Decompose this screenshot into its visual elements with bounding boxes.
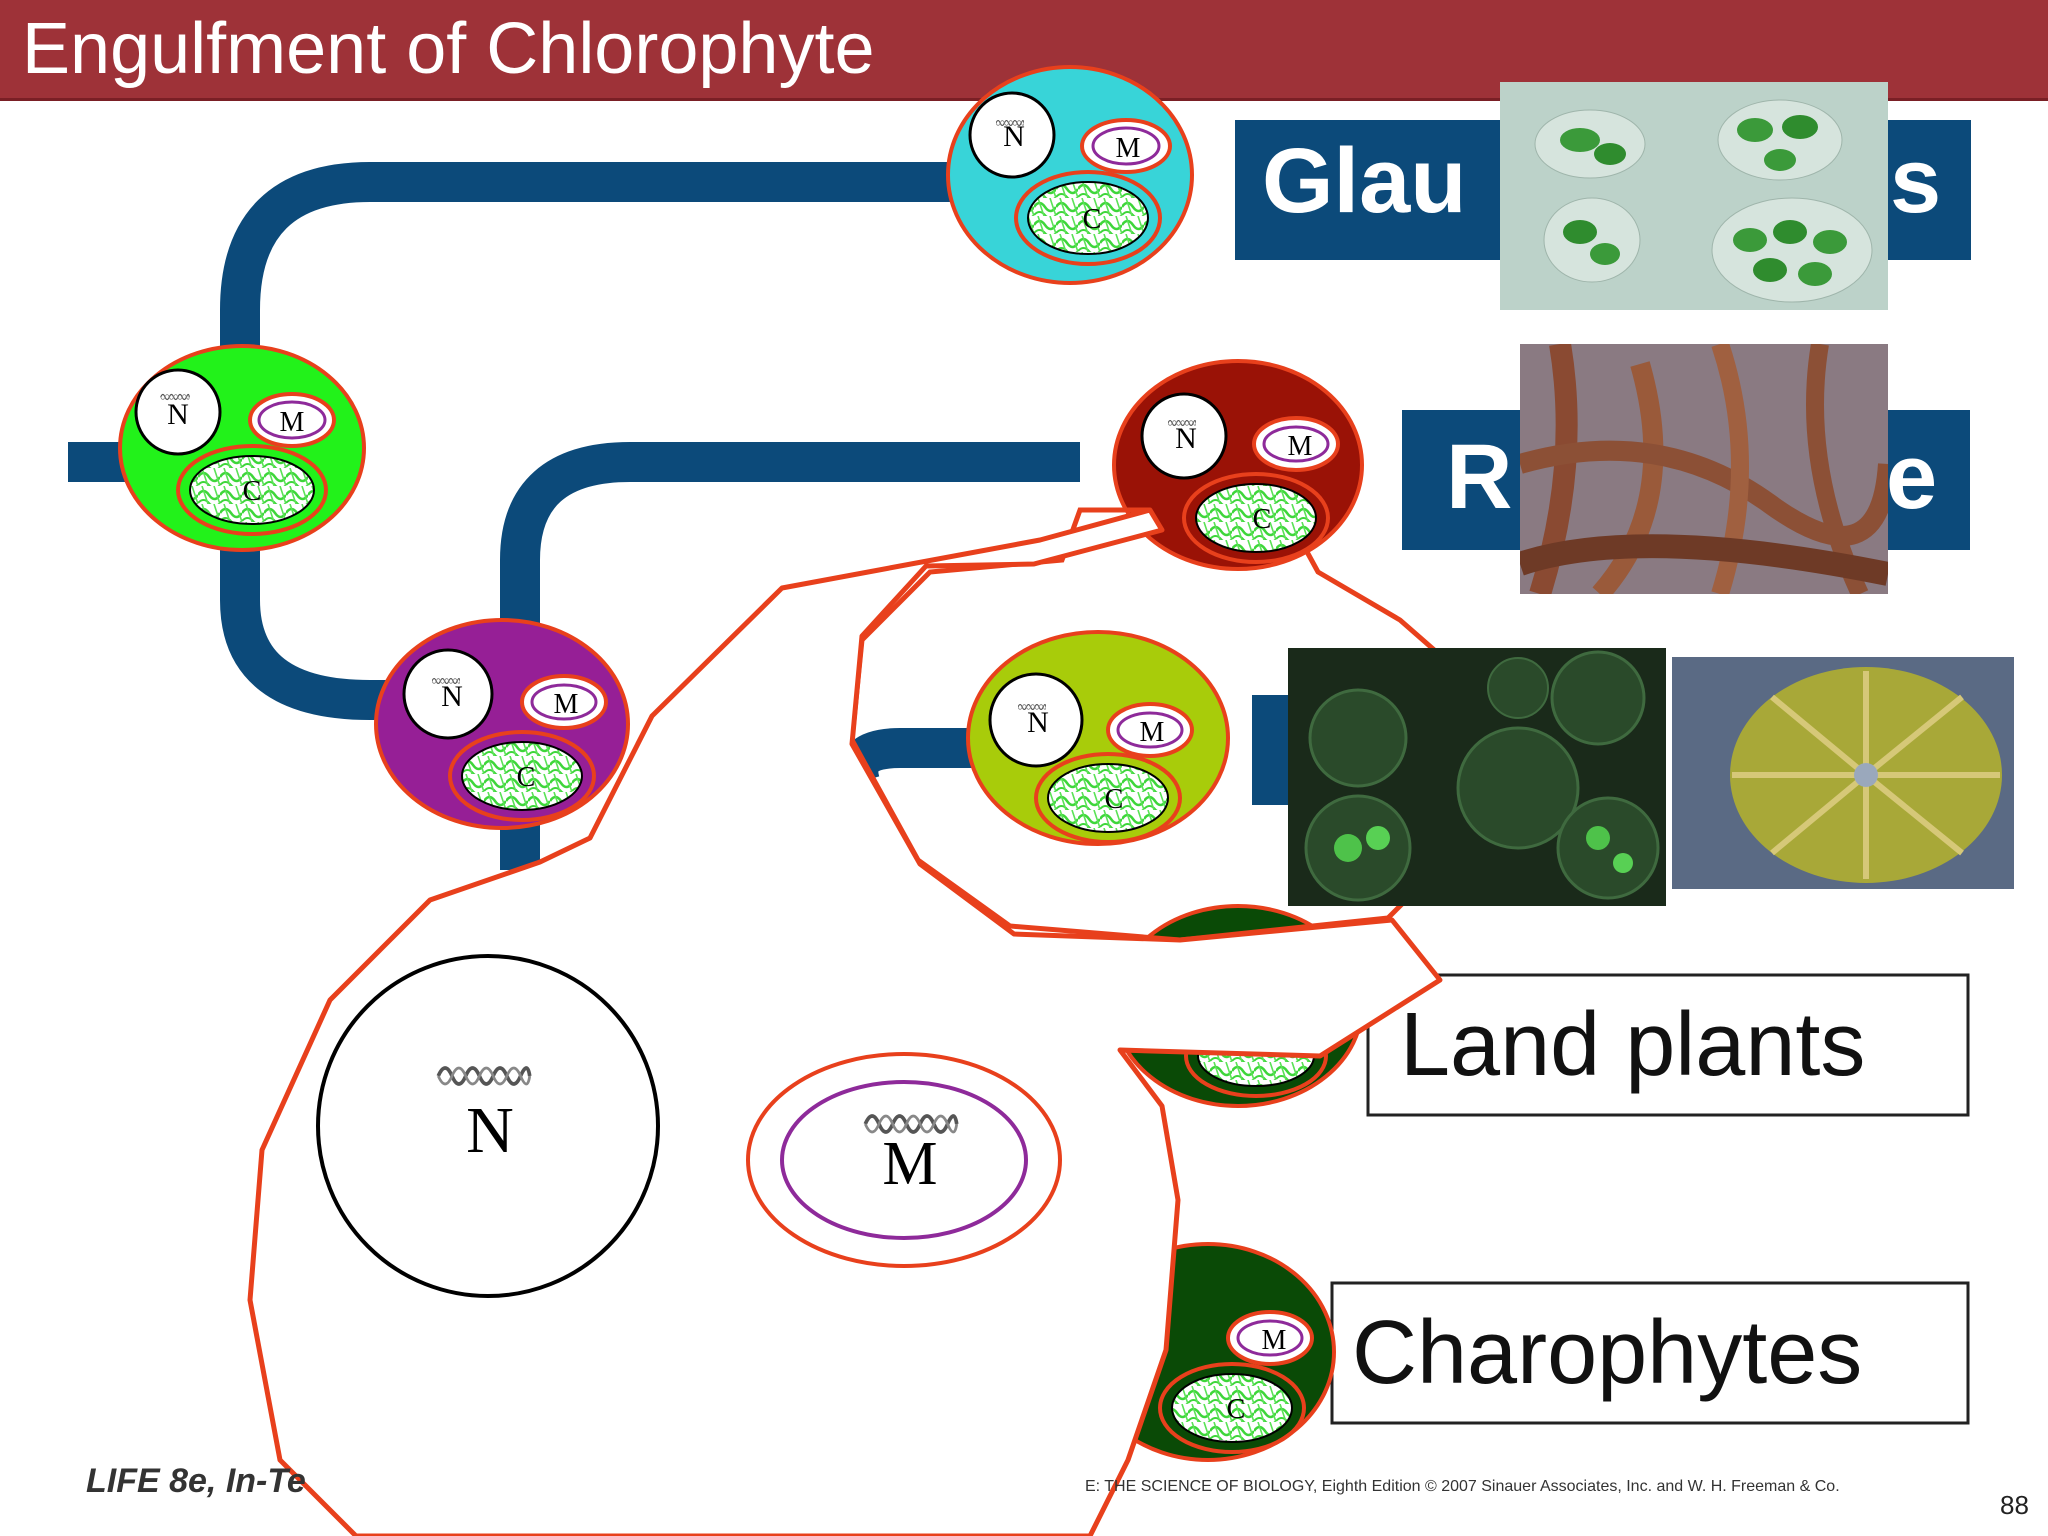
mitochondrion-label: M	[1262, 1325, 1287, 1356]
nucleus-label: N	[1003, 120, 1025, 153]
chloroplast	[176, 444, 328, 536]
red-algae-label-text: R	[1446, 426, 1512, 528]
nucleus	[402, 648, 494, 740]
chloroplast	[1034, 752, 1182, 844]
mitochondrion-label: M	[554, 689, 579, 720]
charophytes-label: Charophytes	[1330, 1281, 1970, 1425]
footer-left-credit: LIFE 8e, In-Te	[86, 1462, 306, 1500]
chloroplast-label: C	[1227, 1394, 1246, 1425]
host-mitochondrion: M	[746, 1052, 1062, 1268]
red-alga-cell: N M C	[1112, 359, 1364, 571]
red-alga-micrograph	[1520, 344, 1888, 594]
chloroplast	[448, 730, 596, 822]
desmid-micrograph	[1672, 657, 2014, 889]
mitochondrion-label: M	[1288, 431, 1313, 462]
host-nucleus: N	[316, 954, 660, 1298]
glaucophyte-micrograph	[1500, 82, 1888, 310]
purple-cell: N M C	[374, 618, 630, 830]
nucleus	[134, 368, 222, 456]
mitochondrion-label: M	[280, 407, 305, 438]
charophytes-label-text: Charophytes	[1352, 1303, 1862, 1403]
slide-title: Engulfment of Chlorophyte	[22, 9, 875, 89]
red-algae-label-tail: e	[1886, 426, 1937, 528]
nucleus-label: N	[167, 398, 189, 431]
chloroplast-label: C	[517, 762, 536, 793]
chloroplast	[1182, 472, 1330, 564]
nucleus	[1140, 392, 1228, 480]
page-number: 88	[2000, 1490, 2029, 1520]
chloroplast-label: C	[1253, 504, 1272, 535]
nucleus	[988, 672, 1084, 768]
nucleus-label: N	[1175, 422, 1197, 455]
chloroplast	[1158, 1362, 1306, 1454]
nucleus-label: N	[1027, 706, 1049, 739]
host-mitochondrion-label: M	[882, 1130, 937, 1198]
tree-branches	[68, 162, 1080, 870]
ancestor-cell: N M C	[118, 344, 366, 552]
footer-right-credit: E: THE SCIENCE OF BIOLOGY, Eighth Editio…	[1085, 1478, 1840, 1495]
land-plants-label-text: Land plants	[1400, 995, 1865, 1095]
nucleus-label: N	[441, 680, 463, 713]
mitochondrion-label: M	[1140, 717, 1165, 748]
glaucophyte-cell: N M C	[946, 65, 1194, 285]
land-plants-label: Land plants	[1366, 973, 1970, 1117]
glaucophytes-label-tail: s	[1890, 130, 1941, 232]
glaucophytes-label-text: Glau	[1262, 130, 1466, 232]
chloroplast-label: C	[1105, 784, 1124, 815]
chloroplast-label: C	[243, 476, 262, 507]
nucleus	[968, 91, 1056, 179]
chlorophyte-cell: N M C	[966, 630, 1230, 846]
chloroplast-label: C	[1083, 204, 1102, 235]
volvox-micrograph	[1288, 648, 1666, 906]
chloroplast	[1014, 170, 1162, 266]
mitochondrion-label: M	[1116, 133, 1141, 164]
host-nucleus-label: N	[466, 1094, 514, 1167]
